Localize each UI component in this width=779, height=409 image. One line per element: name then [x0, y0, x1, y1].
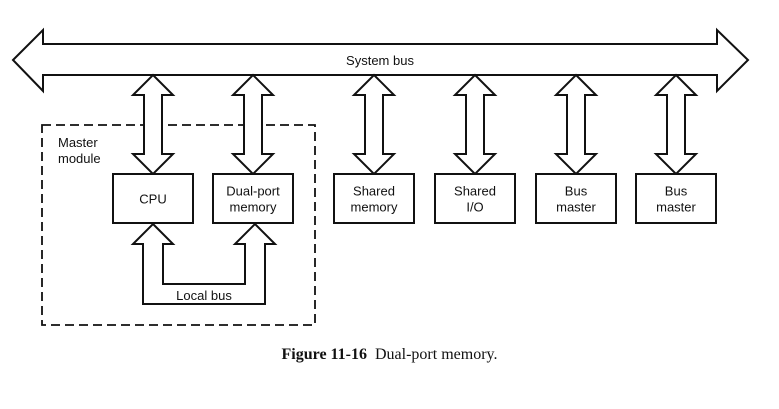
component-label-line1: Dual-port [226, 184, 280, 199]
component-boxes: CPUDual-portmemorySharedmemorySharedI/OB… [112, 173, 717, 224]
component-label-line1: CPU [139, 192, 166, 207]
system-bus-label: System bus [346, 53, 414, 68]
figure-caption-text: Dual-port memory. [375, 346, 498, 363]
figure-number: Figure 11-16 [281, 346, 367, 363]
component-box [212, 173, 294, 224]
local-bus-label: Local bus [176, 288, 232, 303]
component-box [535, 173, 617, 224]
component-label-line1: Shared [454, 184, 496, 199]
component-cpu: CPU [112, 173, 194, 224]
component-label-line1: Bus [565, 184, 588, 199]
component-label-line2: master [656, 200, 696, 215]
system-bus-arrow [11, 27, 750, 94]
component-label-line2: memory [230, 200, 277, 215]
component-box [333, 173, 415, 224]
connector-arrow-shared-io [452, 73, 498, 176]
component-label-line1: Shared [353, 184, 395, 199]
component-box [635, 173, 717, 224]
connector-arrow-shared-memory [351, 73, 397, 176]
component-label-line1: Bus [665, 184, 688, 199]
master-module-label-line1: Master [58, 135, 98, 150]
master-module-boundary [41, 124, 316, 326]
connector-arrow-cpu [130, 73, 176, 176]
connector-arrow-bus-master-2 [653, 73, 699, 176]
master-module-label-line2: module [58, 151, 101, 166]
local-bus-arrow [130, 222, 278, 305]
figure-caption: Figure 11-16 Dual-port memory. [0, 346, 779, 364]
component-box [434, 173, 516, 224]
component-label-line2: I/O [466, 200, 483, 215]
component-label-line2: master [556, 200, 596, 215]
component-label-line2: memory [351, 200, 398, 215]
connector-arrow-bus-master-1 [553, 73, 599, 176]
